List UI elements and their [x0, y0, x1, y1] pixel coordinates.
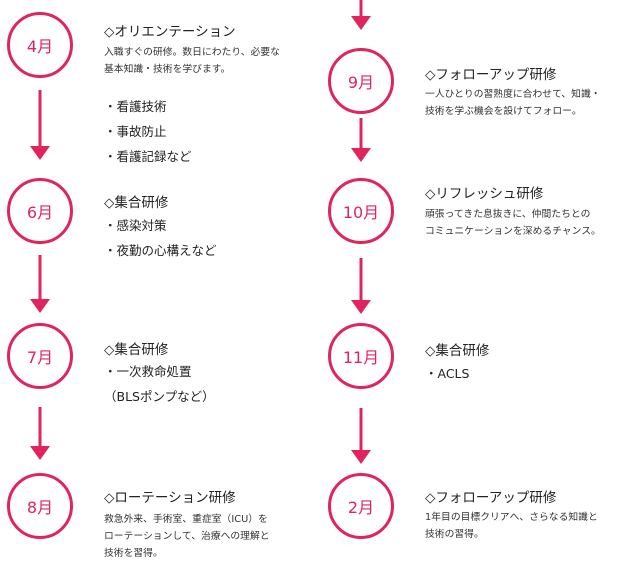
bullet-item: ・一次救命処置	[104, 364, 192, 379]
bullet-item: ・看護記録など	[104, 149, 192, 164]
arrow-down-icon	[351, 408, 371, 464]
month-circle-october: 10月	[328, 178, 394, 244]
arrow-down-icon	[351, 118, 371, 162]
bullet-item: ・ACLS	[425, 366, 470, 381]
step-description: 入職すぐの研修。数日にわたり、必要な基本知識・技術を学びます。	[104, 47, 280, 75]
step-description: 一人ひとりの習熟度に合わせて、知識・技術を学ぶ機会を設けてフォロー。	[425, 89, 601, 117]
step-description: 頑張ってきた息抜きに、仲間たちとのコミュニケーションを深めるチャンス。	[425, 209, 601, 237]
month-circle-november: 11月	[328, 323, 394, 389]
step-title: ◇集合研修	[104, 342, 169, 358]
month-circle-september: 9月	[328, 48, 394, 114]
month-circle-august: 8月	[7, 473, 73, 539]
step-title: ◇集合研修	[425, 343, 490, 359]
month-circle-june: 6月	[7, 178, 73, 244]
bullet-item: （BLSポンプなど）	[104, 389, 215, 404]
bullet-item: ・夜勤の心構えなど	[104, 243, 217, 258]
bullet-item: ・感染対策	[104, 218, 167, 233]
step-title: ◇ローテーション研修	[104, 490, 236, 506]
step-title: ◇リフレッシュ研修	[425, 186, 544, 202]
step-title: ◇フォローアップ研修	[425, 67, 557, 83]
step-title: ◇フォローアップ研修	[425, 490, 557, 506]
step-description: 1年目の目標クリアへ、さらなる知識と技術の習得。	[425, 512, 598, 540]
bullet-item: ・看護技術	[104, 99, 167, 114]
bullet-item: ・事故防止	[104, 124, 167, 139]
arrow-down-icon	[30, 90, 50, 160]
month-circle-february: 2月	[328, 473, 394, 539]
step-description: 救急外来、手術室、重症室（ICU）をローテーションして、治療への理解と技術を習得…	[104, 514, 270, 559]
step-title: ◇集合研修	[104, 195, 169, 211]
arrow-down-icon	[351, 0, 371, 30]
month-circle-july: 7月	[7, 323, 73, 389]
step-title: ◇オリエンテーション	[104, 24, 236, 40]
arrow-down-icon	[30, 407, 50, 460]
arrow-down-icon	[351, 258, 371, 314]
arrow-down-icon	[30, 255, 50, 313]
month-circle-april: 4月	[7, 12, 73, 78]
